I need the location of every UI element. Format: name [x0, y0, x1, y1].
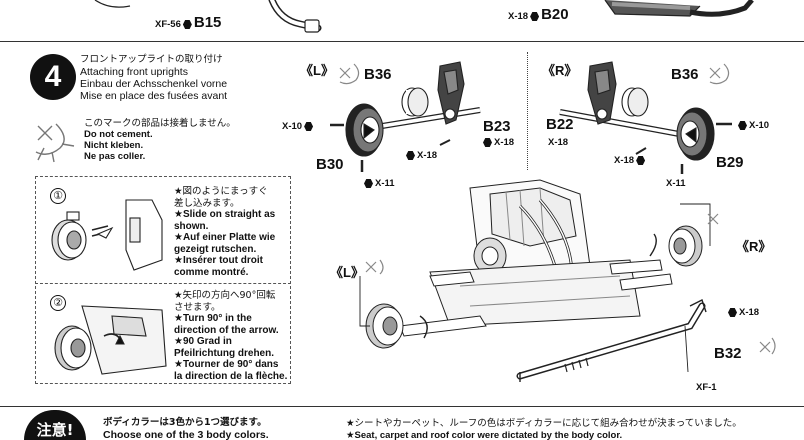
part-label-b23: B23	[483, 118, 511, 135]
substep2-text: ★矢印の方向へ90°回転 させます。 ★Turn 90° in the dire…	[174, 290, 288, 382]
part-label-b22: B22	[546, 116, 574, 133]
side-label-left-chassis: 《L》	[330, 265, 364, 280]
nut-label: X-18	[481, 137, 514, 148]
part-label: B20	[541, 6, 569, 23]
substep1-illustration	[51, 199, 163, 271]
nut-label: X-18	[726, 307, 759, 318]
side-label-left: 《L》	[300, 63, 334, 78]
part-label: B15	[193, 14, 222, 31]
left-upright-exploded-view	[330, 61, 481, 172]
chassis-illustration	[359, 179, 776, 382]
screw-icon	[364, 178, 373, 188]
part-code: XF-56	[155, 19, 181, 30]
nut-icon	[483, 137, 492, 147]
screw-icon	[304, 121, 314, 131]
hex-nut-icon	[182, 19, 192, 29]
part-label-b30: B30	[316, 156, 344, 173]
screw-icon	[738, 120, 747, 130]
top-strip-art	[94, 0, 754, 33]
seat-color-note: ★シートやカーペット、ルーフの色はボディカラーに応じて組み合わせが決まっていまし…	[346, 418, 742, 440]
no-cement-icon	[35, 123, 75, 163]
lr-divider	[527, 52, 528, 170]
screw-label: X-10	[736, 120, 769, 131]
substep-number: ②	[50, 295, 66, 311]
screw-label: X-11	[666, 178, 686, 189]
part-label-b32: B32	[714, 345, 742, 362]
part-label-b36-right: B36	[671, 66, 699, 83]
right-upright-exploded-view	[559, 61, 732, 174]
substep-number: ①	[50, 188, 66, 204]
body-color-note: ボディカラーは3色から1つ選びます。 Choose one of the 3 b…	[103, 417, 269, 440]
side-label-right: 《R》	[542, 63, 578, 78]
step-title: フロントアップライトの取り付け Attaching front uprights…	[80, 54, 228, 102]
nut-label: X-18	[404, 150, 437, 161]
paint-label: XF-1	[696, 382, 717, 393]
substep-divider	[35, 283, 291, 284]
side-label-right-chassis: 《R》	[736, 239, 772, 254]
screw-label: X-11	[362, 178, 395, 189]
separator	[0, 41, 804, 42]
substep1-text: ★図のようにまっすぐ 差し込みます。 ★Slide on straight as…	[174, 186, 276, 278]
part-code: X-18	[508, 11, 529, 22]
nut-icon	[728, 307, 737, 317]
hex-nut-icon	[530, 11, 540, 21]
nut-icon	[636, 155, 646, 165]
part-label-b29: B29	[716, 154, 744, 171]
screw-label: X-10	[282, 121, 315, 132]
part-label-b36-left: B36	[364, 66, 392, 83]
nut-icon	[406, 150, 415, 160]
step-number-badge: 4	[30, 54, 76, 100]
no-cement-note: このマークの部品は接着しません。 Do not cement. Nicht kl…	[84, 118, 236, 162]
caution-badge: 注意!	[24, 410, 86, 440]
nut-label: X-18	[614, 155, 647, 166]
substep-box	[35, 176, 291, 384]
substep2-illustration	[54, 305, 167, 375]
separator	[0, 406, 804, 407]
nut-label: X-18	[548, 137, 569, 148]
